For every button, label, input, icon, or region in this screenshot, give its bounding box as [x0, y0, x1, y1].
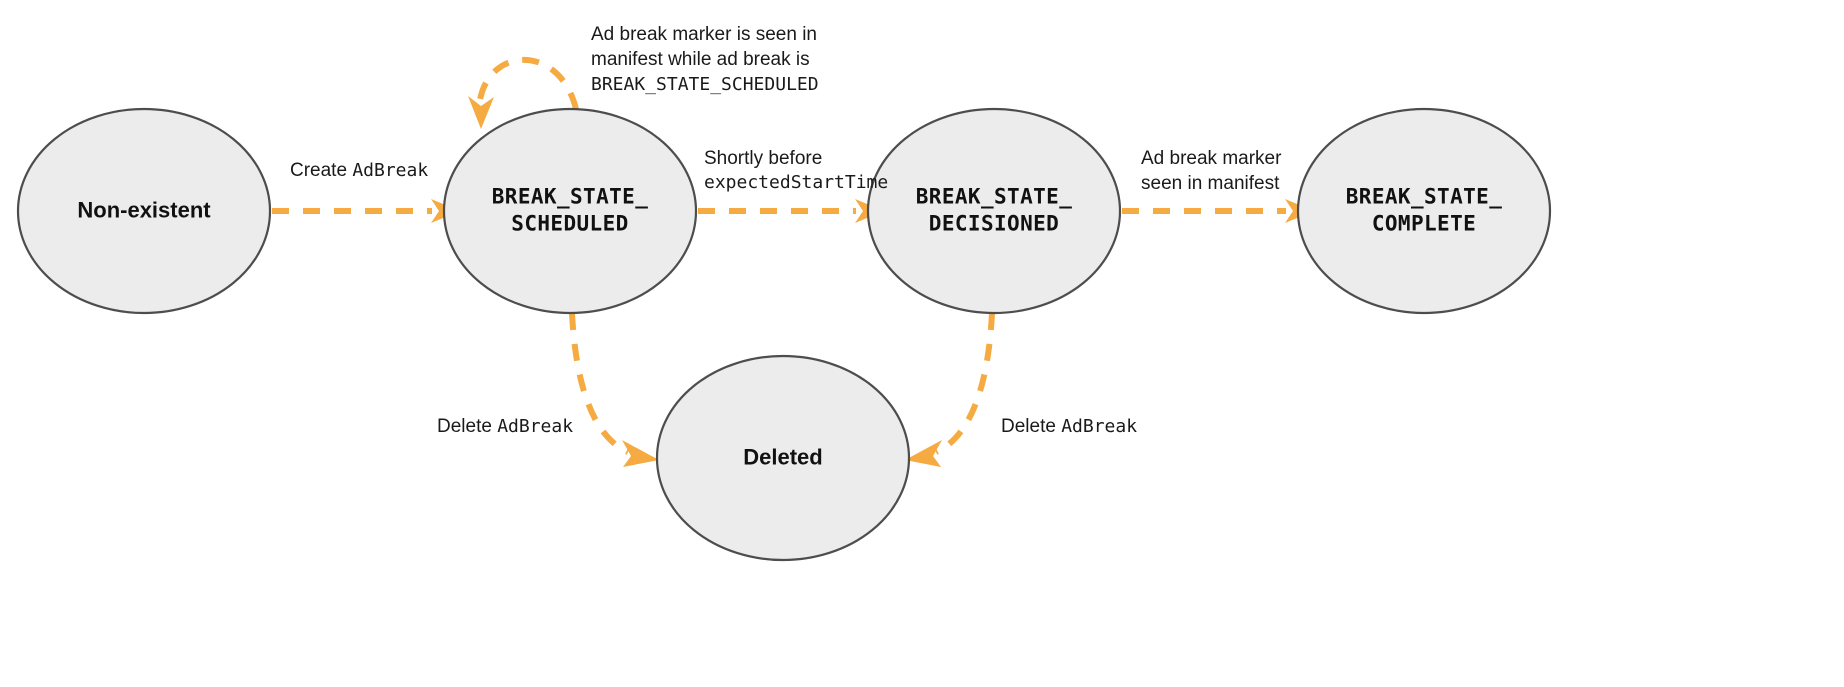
node-complete[interactable]: [1296, 107, 1552, 315]
edge-shortly-before: [698, 199, 884, 223]
edge-self-loop-scheduled: [468, 56, 579, 129]
node-scheduled[interactable]: [442, 107, 698, 315]
edge-marker-seen-complete: [1122, 199, 1314, 223]
node-decisioned[interactable]: [866, 107, 1122, 315]
node-deleted[interactable]: [655, 354, 911, 562]
node-non-existent[interactable]: [16, 107, 272, 315]
edge-delete-from-scheduled: [569, 312, 659, 467]
edge-delete-from-decisioned: [905, 312, 995, 467]
edge-create-adbreak: [272, 199, 460, 223]
